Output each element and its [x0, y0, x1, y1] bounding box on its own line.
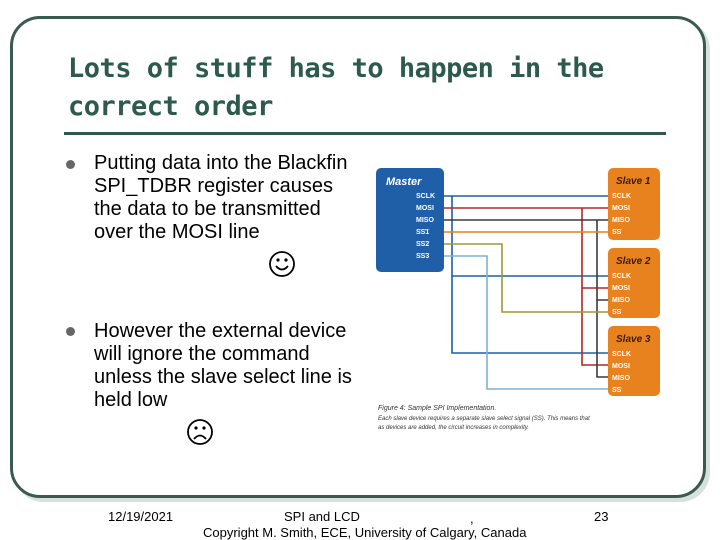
bullet-dot-2	[66, 327, 75, 336]
sad-face-icon	[187, 419, 213, 445]
slave-1-pin-miso: MISO	[612, 217, 630, 224]
slave-3-pin-miso: MISO	[612, 375, 630, 382]
slave-3-pin-ss: SS	[612, 387, 622, 394]
slave-1-pin-sclk: SCLK	[612, 193, 631, 200]
title-underline	[64, 132, 666, 135]
footer-date: 12/19/2021	[108, 509, 174, 524]
slave-1-pin-ss: SS	[612, 229, 622, 236]
slave-2-pin-miso: MISO	[612, 297, 630, 304]
spi-wires	[414, 195, 612, 390]
footer-copyright: Copyright M. Smith, ECE, University of C…	[203, 525, 527, 540]
master-pin-ss3: SS3	[416, 253, 429, 260]
footer-page-number: 23	[594, 509, 609, 524]
slave-3-pin-mosi: MOSI	[612, 363, 630, 370]
wire-ss3	[414, 255, 612, 390]
slave-1-title: Slave 1	[616, 176, 651, 187]
diagram-caption-line2: Each slave device requires a separate sl…	[378, 416, 590, 422]
slide-title: Lots of stuff has to happen in the corre…	[68, 53, 604, 122]
slave-2-pin-sclk: SCLK	[612, 273, 631, 280]
footer-separator: ,	[470, 511, 474, 526]
wire-miso-s3	[596, 300, 612, 378]
slave-block-2: Slave 2 SCLK MOSI MISO SS	[608, 248, 660, 318]
slave-2-title: Slave 2	[616, 256, 651, 267]
master-pin-ss1: SS1	[416, 229, 429, 236]
happy-face-icon	[269, 251, 295, 277]
master-pin-mosi: MOSI	[416, 205, 434, 212]
wire-sclk-s3	[451, 276, 612, 354]
master-pin-ss2: SS2	[416, 241, 429, 248]
wire-ss2	[414, 243, 612, 313]
master-title: Master	[386, 176, 422, 188]
diagram-caption-line3: as devices are added, the circuit increa…	[378, 425, 529, 431]
slave-block-1: Slave 1 SCLK MOSI MISO SS	[608, 168, 660, 240]
slave-1-pin-mosi: MOSI	[612, 205, 630, 212]
master-pin-sclk: SCLK	[416, 193, 435, 200]
slave-block-3: Slave 3 SCLK MOSI MISO SS	[608, 326, 660, 396]
bullet-text-2: However the external device will ignore …	[94, 320, 352, 411]
slave-2-pin-mosi: MOSI	[612, 285, 630, 292]
wire-mosi-s3	[581, 288, 612, 366]
diagram-caption-title: Figure 4: Sample SPI Implementation.	[378, 405, 496, 412]
slave-2-pin-ss: SS	[612, 309, 622, 316]
slide-frame	[10, 16, 706, 498]
bullet-dot-1	[66, 160, 75, 169]
footer-course: SPI and LCD	[284, 509, 360, 524]
master-pin-miso: MISO	[416, 217, 434, 224]
slave-3-title: Slave 3	[616, 334, 651, 345]
slave-3-pin-sclk: SCLK	[612, 351, 631, 358]
bullet-text-1: Putting data into the Blackfin SPI_TDBR …	[94, 152, 348, 243]
